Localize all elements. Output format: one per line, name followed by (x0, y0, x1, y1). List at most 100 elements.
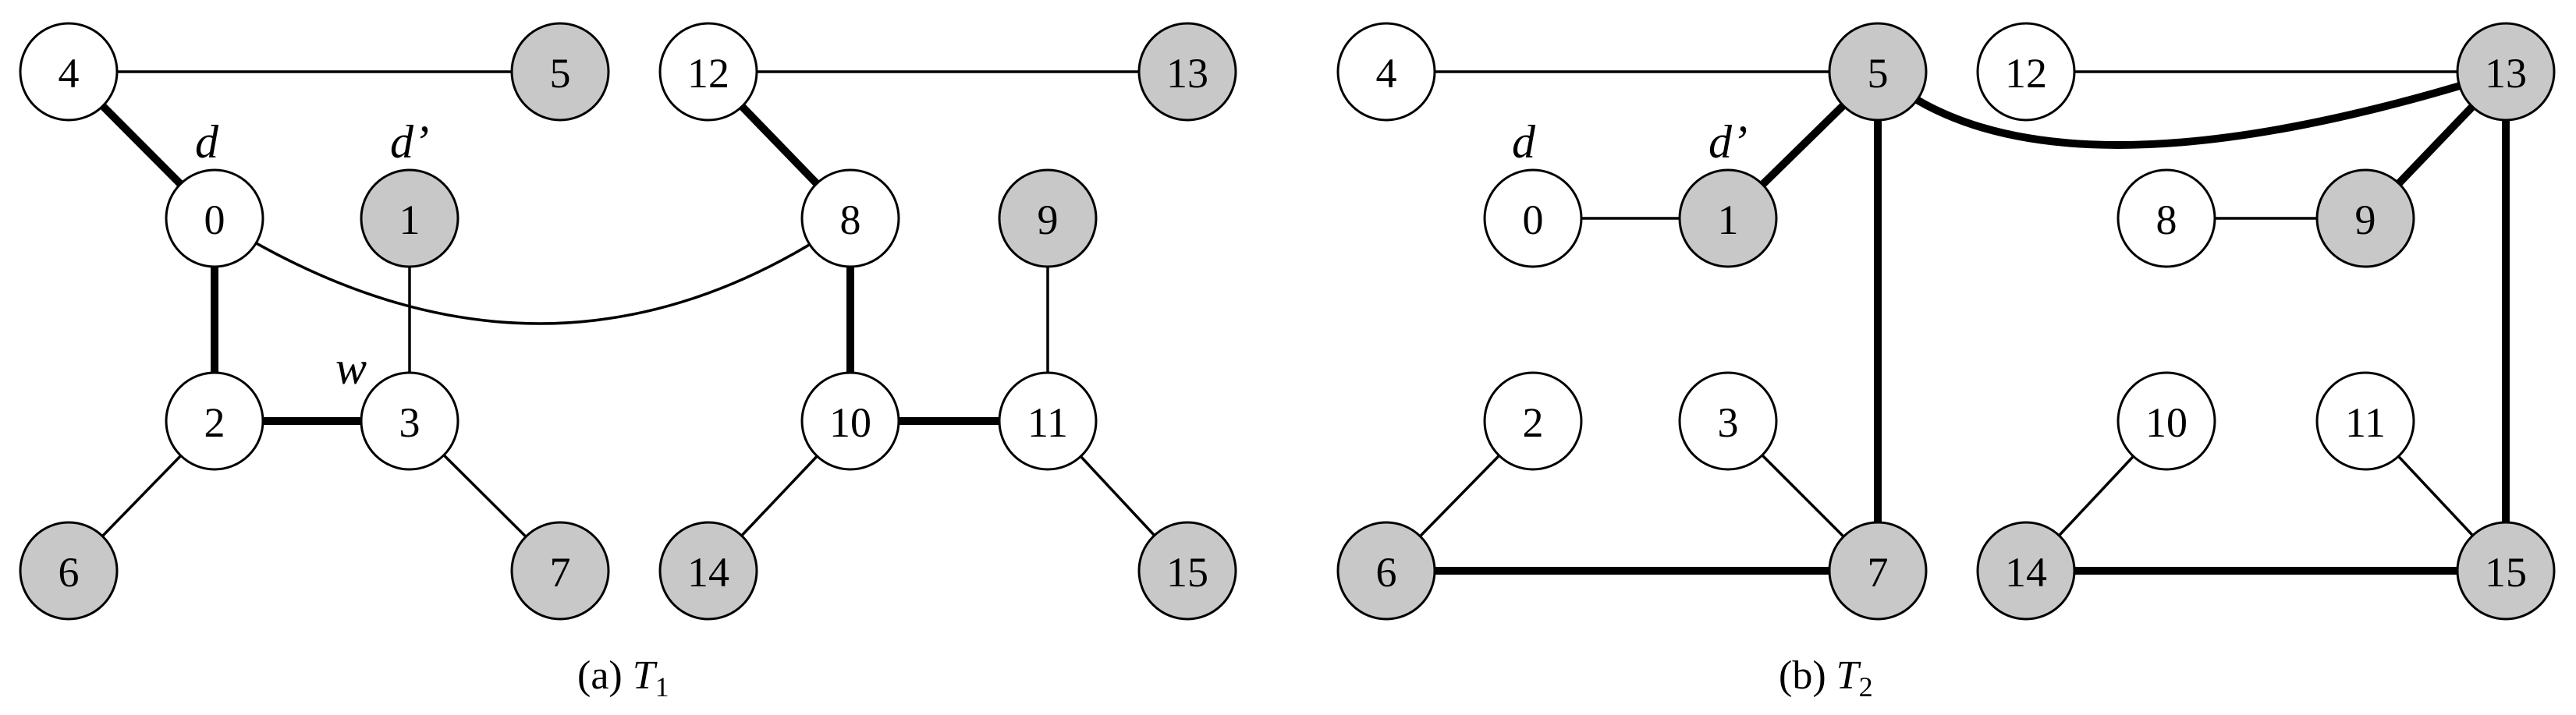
node-5-circle (1828, 22, 1928, 122)
node-14-circle (658, 521, 758, 621)
node-12: 12 (658, 22, 758, 122)
node-13: 13 (1137, 22, 1237, 122)
node-8-label: 8 (2156, 196, 2177, 243)
node-6-circle (19, 521, 119, 621)
node-2: 2 (165, 371, 264, 471)
node-15-label: 15 (2485, 549, 2527, 596)
node-6-label: 6 (59, 549, 80, 596)
node-10: 10 (800, 371, 900, 471)
node-9-circle (998, 168, 1098, 268)
node-1-label: 1 (1718, 196, 1739, 243)
node-14-label: 14 (687, 549, 729, 596)
node-3-circle (360, 371, 459, 471)
node-13-label: 13 (2485, 50, 2527, 97)
node-14-circle (1976, 521, 2076, 621)
node-7: 7 (510, 521, 610, 621)
node-9-label: 9 (1038, 196, 1059, 243)
node-3-label: 3 (399, 399, 420, 446)
node-12: 12 (1976, 22, 2076, 122)
node-1: 1 (1678, 168, 1778, 268)
node-7-circle (1828, 521, 1928, 621)
node-1-circle (360, 168, 459, 268)
node-10-circle (2117, 371, 2216, 471)
node-10: 10 (2117, 371, 2216, 471)
node-8-circle (2117, 168, 2216, 268)
node-2-label: 2 (204, 399, 225, 446)
node-3-circle (1678, 371, 1778, 471)
caption-t2: (b) T2 (1779, 653, 1873, 703)
node-11-circle (998, 371, 1098, 471)
node-13-circle (1137, 22, 1237, 122)
node-13-circle (2456, 22, 2556, 122)
node-0: 0 (1483, 168, 1583, 268)
node-7-label: 7 (550, 549, 571, 596)
node-11-label: 11 (1027, 399, 1068, 446)
edge-0-8 (214, 217, 851, 325)
node-12-label: 12 (687, 50, 729, 97)
node-5: 5 (1828, 22, 1928, 122)
node-14: 14 (658, 521, 758, 621)
node-9-label: 9 (2355, 196, 2376, 243)
node-12-circle (1976, 22, 2076, 122)
node-5-label: 5 (550, 50, 571, 97)
node-0-label: 0 (1523, 196, 1544, 243)
node-4: 4 (19, 22, 119, 122)
node-8-circle (800, 168, 900, 268)
node-7-label: 7 (1868, 549, 1889, 596)
node-1: 1 (360, 168, 459, 268)
node-2-circle (1483, 371, 1583, 471)
node-15-circle (2456, 521, 2556, 621)
node-3-label: 3 (1718, 399, 1739, 446)
node-0-circle (165, 168, 264, 268)
node-14-label: 14 (2005, 549, 2047, 596)
caption-t2-prefix: (b) (1779, 653, 1836, 698)
node-8: 8 (800, 168, 900, 268)
caption-t2-var: T (1836, 653, 1861, 698)
node-6: 6 (1336, 521, 1436, 621)
node-4-circle (1336, 22, 1436, 122)
node-11: 11 (2315, 371, 2415, 471)
node-10-circle (800, 371, 900, 471)
caption-t1-var: T (633, 653, 658, 698)
node-2-label: 2 (1523, 399, 1544, 446)
node-5-label: 5 (1868, 50, 1889, 97)
node-11: 11 (998, 371, 1098, 471)
node-12-circle (658, 22, 758, 122)
node-15-label: 15 (1166, 549, 1208, 596)
annotation-d: d (1512, 116, 1536, 168)
node-11-label: 11 (2345, 399, 2386, 446)
node-4: 4 (1336, 22, 1436, 122)
node-6: 6 (19, 521, 119, 621)
node-10-label: 10 (829, 399, 871, 446)
node-13-label: 13 (1166, 50, 1208, 97)
node-15: 15 (1137, 521, 1237, 621)
node-1-circle (1678, 168, 1778, 268)
node-4-label: 4 (59, 50, 80, 97)
node-1-label: 1 (399, 196, 420, 243)
node-11-circle (2315, 371, 2415, 471)
annotation-d-prime: d’ (1708, 116, 1747, 168)
node-4-label: 4 (1376, 50, 1397, 97)
node-0-label: 0 (204, 196, 225, 243)
node-13: 13 (2456, 22, 2556, 122)
node-6-label: 6 (1376, 549, 1397, 596)
annotation-d: d (195, 116, 219, 168)
node-8-label: 8 (840, 196, 861, 243)
caption-t1-sub: 1 (655, 671, 669, 703)
caption-t1: (a) T1 (577, 653, 669, 703)
node-15: 15 (2456, 521, 2556, 621)
node-15-circle (1137, 521, 1237, 621)
edge-5-13 (1875, 68, 2507, 149)
node-3: 3 (360, 371, 459, 471)
node-14: 14 (1976, 521, 2076, 621)
annotation-w: w (335, 342, 367, 394)
annotation-d-prime: d’ (390, 116, 429, 168)
node-0: 0 (165, 168, 264, 268)
node-0-circle (1483, 168, 1583, 268)
node-4-circle (19, 22, 119, 122)
node-8: 8 (2117, 168, 2216, 268)
node-6-circle (1336, 521, 1436, 621)
node-2-circle (165, 371, 264, 471)
node-5-circle (510, 22, 610, 122)
